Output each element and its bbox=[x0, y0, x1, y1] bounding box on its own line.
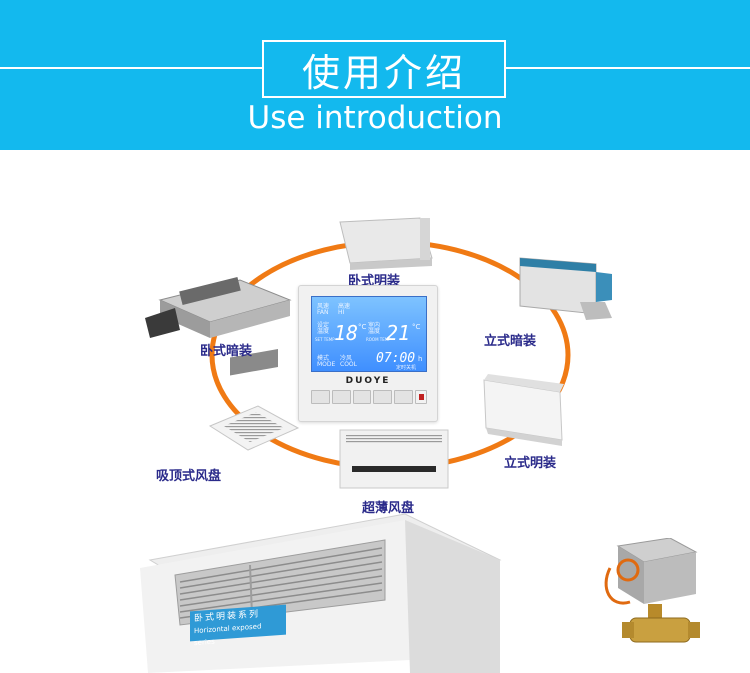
thermostat-lcd-screen: 风速 高速 FAN HI 设定温度 SET TEMP 18 °C 室内温度 RO… bbox=[311, 296, 427, 372]
thermostat-button[interactable] bbox=[373, 390, 393, 404]
lcd-set-temp-value: 18 bbox=[334, 321, 359, 345]
thermostat-button-row bbox=[311, 390, 427, 404]
thermostat-button[interactable] bbox=[352, 390, 372, 404]
ultra-thin-unit-image bbox=[339, 429, 449, 489]
horizontal-concealed-unit-image bbox=[145, 276, 292, 338]
lcd-room-temp-unit: °C bbox=[412, 323, 421, 331]
title-english: Use introduction bbox=[247, 100, 503, 136]
lcd-room-temp-value: 21 bbox=[386, 321, 411, 345]
label-horizontal-concealed: 卧式暗装 bbox=[200, 344, 253, 359]
horizontal-exposed-unit-image bbox=[339, 217, 433, 270]
thermostat-button[interactable] bbox=[331, 390, 351, 404]
header-line-left bbox=[0, 67, 262, 69]
large-unit-overlay: 卧式明装系列 Horizontal exposed series bbox=[140, 523, 500, 673]
header-banner: 使用介绍 Use introduction bbox=[0, 0, 750, 150]
vertical-exposed-unit-image bbox=[483, 374, 564, 446]
lcd-set-temp-en: SET TEMP bbox=[315, 337, 335, 342]
lcd-mode-cn: 模式 bbox=[317, 355, 330, 362]
title-chinese: 使用介绍 bbox=[301, 50, 466, 95]
label-vertical-exposed: 立式明装 bbox=[504, 456, 557, 471]
lcd-fan-level-cn: 高速 bbox=[338, 303, 351, 310]
thermostat-power-button[interactable] bbox=[414, 390, 427, 404]
thermostat-brand: DUOYE bbox=[345, 376, 391, 386]
lcd-mode-value-en: COOL bbox=[340, 361, 357, 368]
lcd-fan-cn: 风速 bbox=[317, 303, 330, 310]
thermostat-button[interactable] bbox=[311, 390, 330, 404]
product-series-en: Horizontal exposed series bbox=[194, 622, 262, 648]
vertical-concealed-unit-image bbox=[519, 257, 612, 320]
lcd-timer-label: 定时关机 bbox=[396, 365, 417, 371]
lcd-room-temp-cn: 室内温度 bbox=[368, 322, 381, 335]
electric-valve-image bbox=[604, 538, 700, 643]
lcd-room-temp-en: ROOM TEMP bbox=[366, 337, 391, 342]
title-box: 使用介绍 bbox=[262, 40, 506, 98]
lcd-fan-en: FAN bbox=[317, 309, 329, 316]
product-series-sign: 卧式明装系列 Horizontal exposed series bbox=[190, 604, 286, 647]
lcd-set-temp-unit: °C bbox=[358, 323, 367, 331]
lcd-mode-en: MODE bbox=[317, 361, 336, 368]
label-ultra-thin: 超薄风盘 bbox=[362, 501, 415, 516]
lcd-set-temp-cn: 设定温度 bbox=[317, 322, 330, 335]
lcd-time-unit: h bbox=[418, 355, 423, 363]
lcd-mode-value-cn: 冷风 bbox=[340, 355, 353, 362]
lcd-fan-level-en: HI bbox=[338, 309, 345, 316]
lcd-time-value: 07:00 bbox=[376, 351, 416, 366]
ceiling-cassette-unit-image bbox=[208, 348, 300, 451]
label-ceiling-cassette: 吸顶式风盘 bbox=[156, 469, 222, 484]
label-vertical-concealed: 立式暗装 bbox=[484, 334, 537, 349]
thermostat-button[interactable] bbox=[394, 390, 413, 404]
thermostat-controller: 风速 高速 FAN HI 设定温度 SET TEMP 18 °C 室内温度 RO… bbox=[298, 285, 438, 422]
header-line-right bbox=[506, 67, 750, 69]
